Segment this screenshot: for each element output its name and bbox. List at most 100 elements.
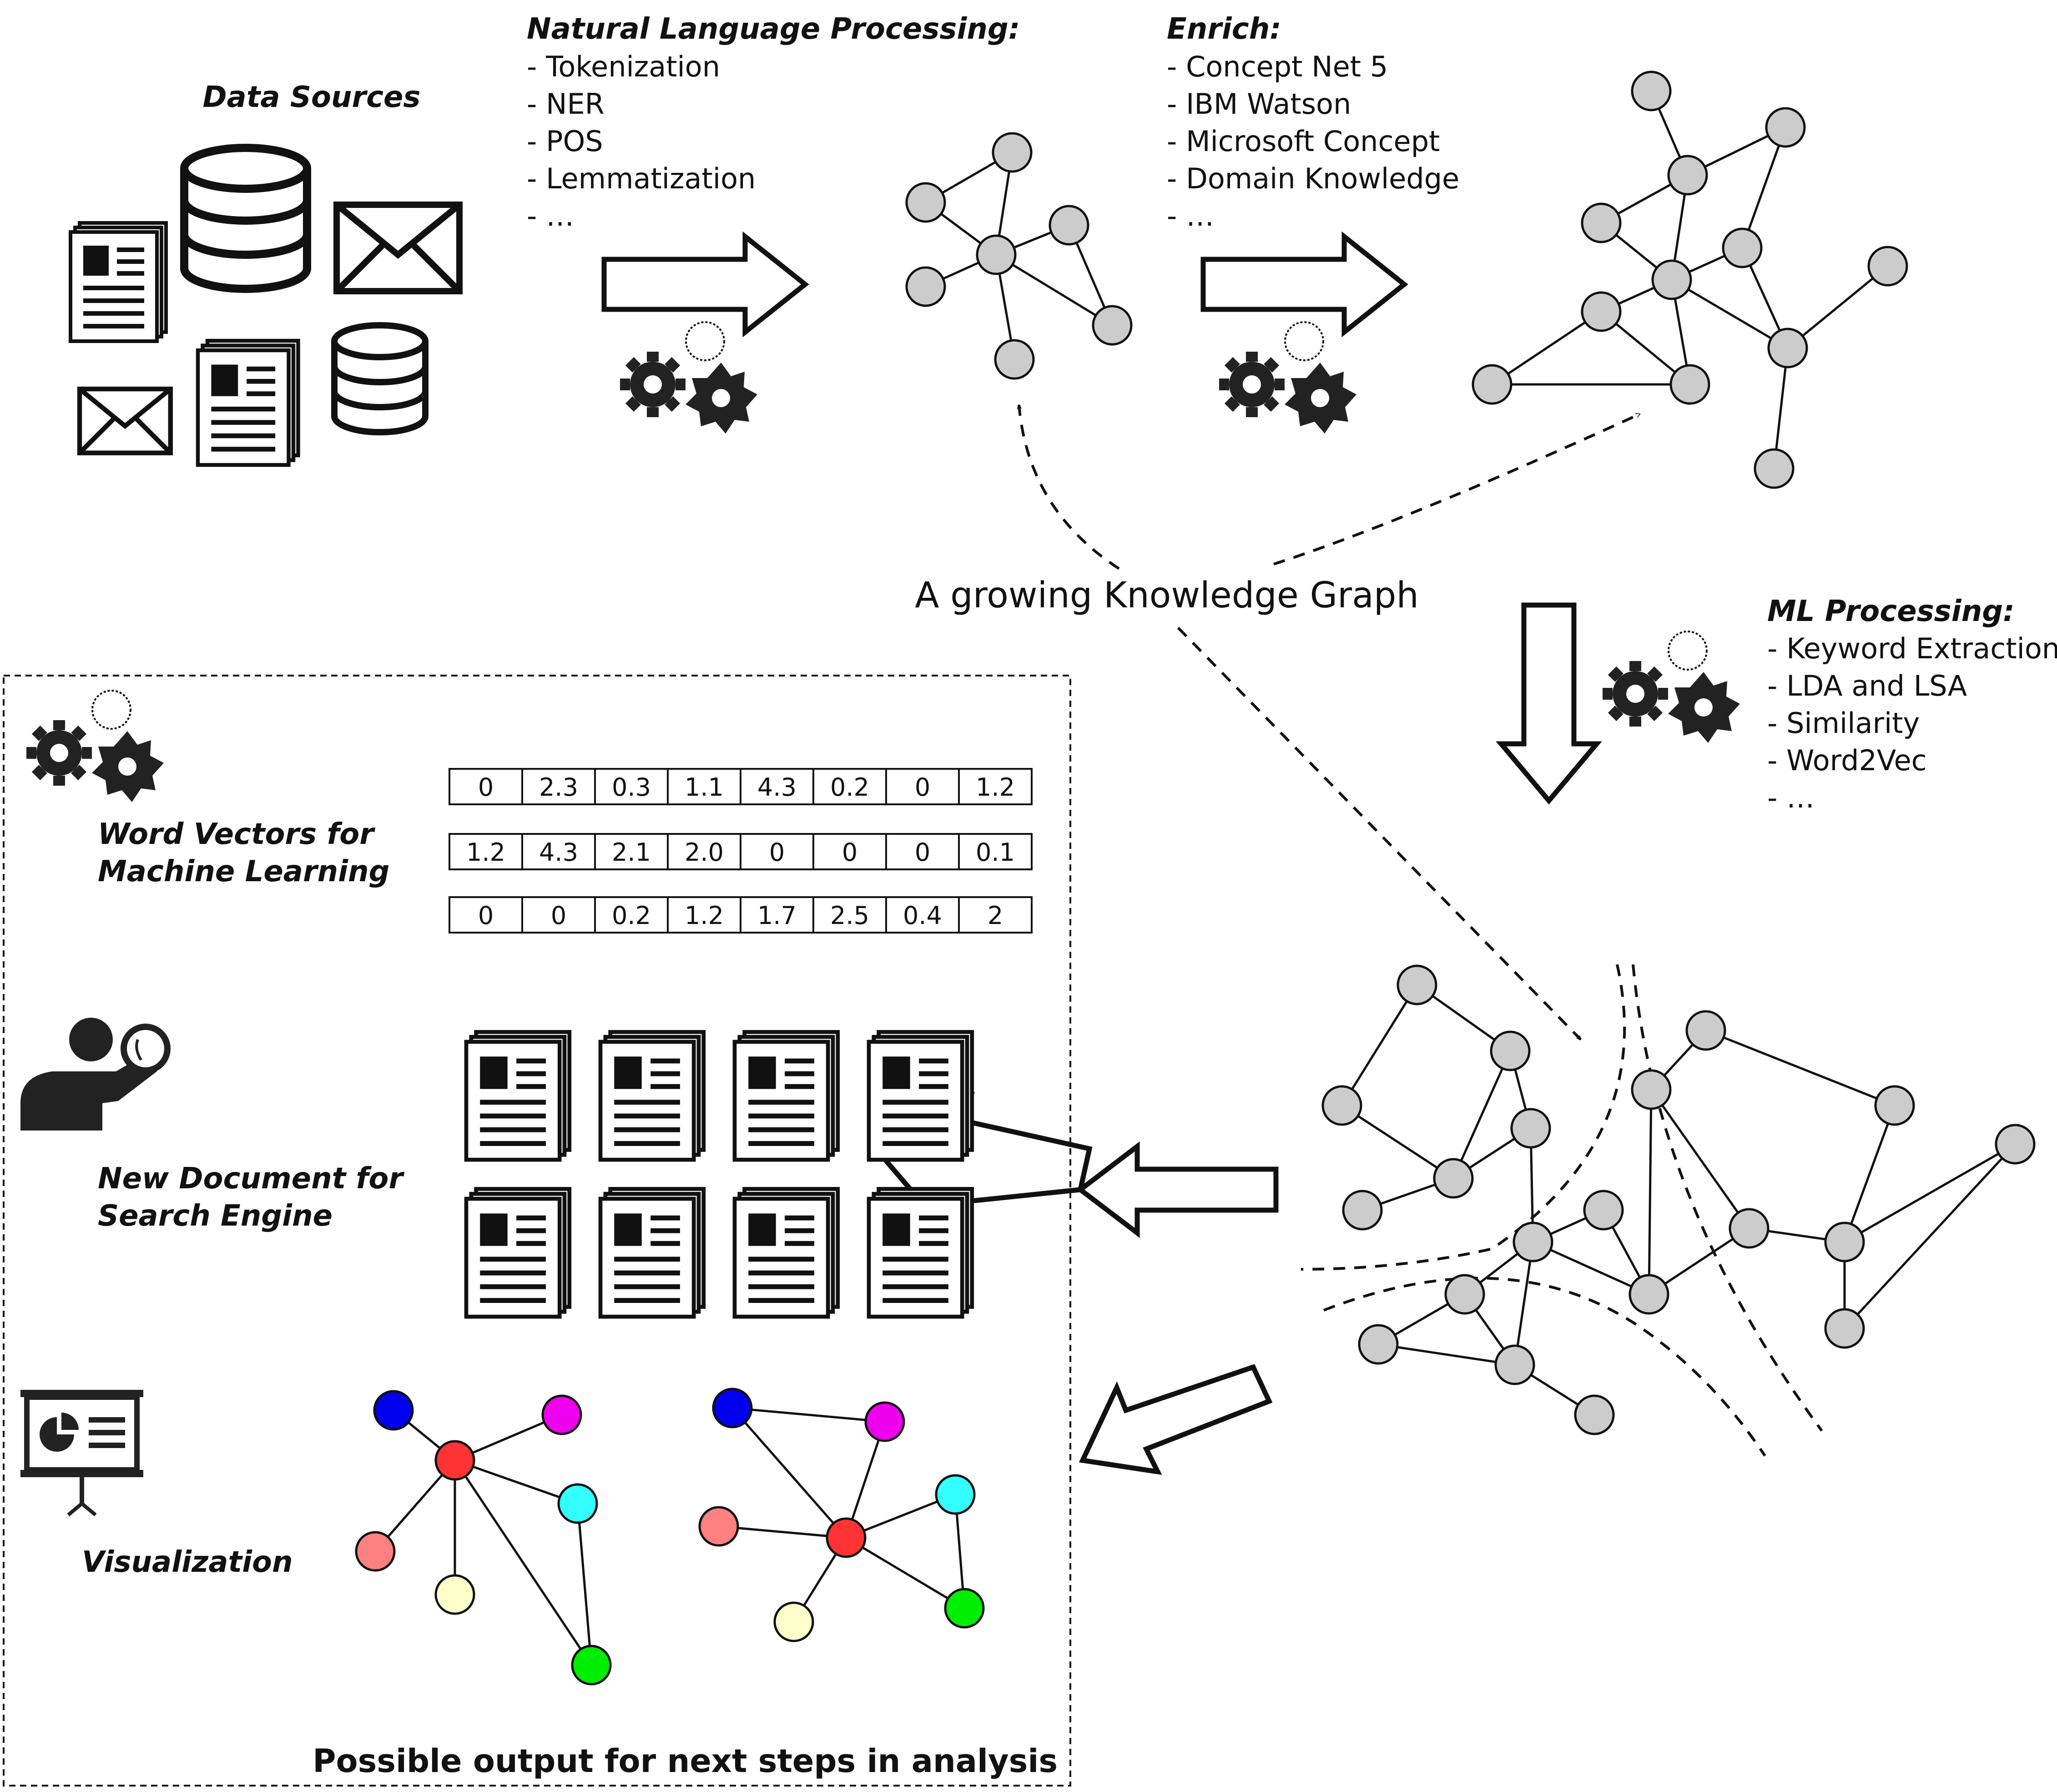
ml-item: - Word2Vec — [1767, 744, 1927, 777]
color-graph-1 — [355, 1390, 612, 1686]
vector-cell — [958, 896, 1033, 934]
document-icon — [600, 1032, 704, 1160]
word-vectors-label: Word Vectors for — [98, 818, 375, 851]
knowledge-graph-caption: A growing Knowledge Graph — [915, 575, 1419, 616]
vector-value: 0 — [915, 838, 930, 867]
vector-value: 2.0 — [685, 838, 724, 867]
nlp-item: - NER — [527, 87, 605, 121]
vector-cell — [449, 768, 523, 805]
arrow-right-icon — [601, 231, 809, 338]
database-icon — [331, 322, 429, 435]
vector-value: 2.5 — [830, 901, 869, 930]
envelope-icon — [80, 389, 171, 453]
ml-item: - … — [1767, 781, 1815, 814]
vector-cell — [812, 768, 887, 805]
document-icon — [198, 341, 298, 465]
vector-value: 1.2 — [976, 773, 1015, 802]
vector-cell — [740, 833, 814, 870]
enrich-item: - … — [1167, 199, 1214, 232]
vector-cell — [594, 896, 669, 934]
gears-icon — [620, 322, 757, 434]
arrow-left-icon — [1076, 1141, 1279, 1238]
vector-cell — [885, 896, 960, 934]
ml-item: - Keyword Extraction — [1767, 632, 2057, 665]
nlp-item: - Lemmatization — [527, 162, 756, 195]
nlp-item: - Tokenization — [527, 50, 720, 83]
vector-cell — [740, 768, 814, 805]
vector-cell — [740, 896, 814, 934]
vector-cell — [521, 768, 596, 805]
presentation-icon — [20, 1390, 143, 1517]
person-search-icon — [20, 1018, 171, 1131]
document-icon — [735, 1189, 838, 1317]
enrich-item: - Concept Net 5 — [1167, 50, 1388, 83]
ml-title: ML Processing: — [1767, 595, 2015, 628]
document-icon — [71, 223, 166, 341]
vector-cell — [667, 833, 741, 870]
database-icon — [180, 144, 311, 293]
vector-cell — [521, 833, 596, 870]
gears-icon — [26, 691, 164, 802]
arrow-right-icon — [1200, 231, 1408, 338]
arrow-left-icon — [1079, 1364, 1273, 1475]
vector-cell — [812, 896, 887, 934]
gears-icon — [1603, 631, 1740, 743]
enrich-title: Enrich: — [1167, 12, 1281, 46]
vector-cell — [521, 896, 596, 934]
vector-cell — [958, 768, 1033, 805]
vector-value: 0 — [915, 773, 930, 802]
ml-item: - LDA and LSA — [1767, 669, 1967, 702]
vector-value: 2.3 — [539, 773, 578, 802]
visualization-label: Visualization — [82, 1545, 293, 1579]
vector-cell — [594, 768, 669, 805]
vector-value: 0 — [478, 901, 494, 930]
vector-value: 0.3 — [612, 773, 651, 802]
vector-value: 0 — [551, 901, 566, 930]
vector-value: 1.2 — [685, 901, 724, 930]
ml-item: - Similarity — [1767, 707, 1920, 740]
document-icon — [600, 1189, 704, 1317]
vector-value: 1.2 — [466, 838, 505, 867]
enrich-item: - Microsoft Concept — [1167, 125, 1440, 158]
vector-value: 0.2 — [612, 901, 651, 930]
output-footer: Possible output for next steps in analys… — [313, 1742, 1058, 1780]
document-icon — [466, 1189, 570, 1317]
vector-value: 0.2 — [830, 773, 869, 802]
small-knowledge-graph — [905, 132, 1133, 380]
nlp-title: Natural Language Processing: — [527, 12, 1020, 46]
vector-value: 1.7 — [757, 901, 797, 930]
growth-connectors — [1019, 405, 1640, 1041]
clustered-knowledge-graph — [1301, 964, 2036, 1457]
data-sources-title: Data Sources — [203, 81, 421, 114]
vector-value: 0.4 — [903, 901, 942, 930]
nlp-item: - POS — [527, 125, 603, 158]
document-icon — [869, 1032, 972, 1160]
enriched-knowledge-graph — [1472, 71, 1908, 489]
vector-cell — [449, 833, 523, 870]
gears-icon — [1219, 322, 1356, 434]
documents-label: Search Engine — [98, 1199, 333, 1233]
enrich-item: - Domain Knowledge — [1167, 162, 1459, 195]
vector-value: 1.1 — [685, 773, 724, 802]
enrich-item: - IBM Watson — [1167, 87, 1351, 121]
vector-value: 4.3 — [757, 773, 797, 802]
vector-value: 4.3 — [539, 838, 578, 867]
vector-value: 0 — [842, 838, 857, 867]
document-icon — [869, 1189, 972, 1317]
envelope-icon — [337, 205, 459, 291]
vector-value: 0 — [478, 773, 494, 802]
nlp-item: - … — [527, 199, 574, 232]
vector-value: 0 — [769, 838, 785, 867]
output-box — [3, 675, 1071, 1787]
vector-value: 2.1 — [612, 838, 651, 867]
vector-cell — [885, 768, 960, 805]
document-icon — [735, 1032, 838, 1160]
color-graph-2 — [698, 1388, 985, 1642]
vector-cell — [958, 833, 1033, 870]
word-vectors-label: Machine Learning — [98, 855, 389, 888]
documents-label: New Document for — [98, 1162, 404, 1196]
document-icon — [466, 1032, 570, 1160]
arrow-down-icon — [1496, 602, 1602, 805]
